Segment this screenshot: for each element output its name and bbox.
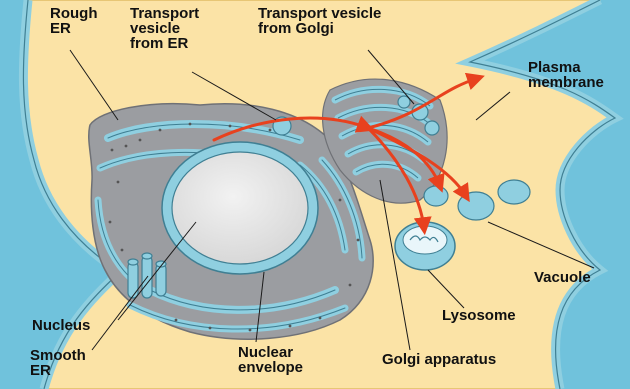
label-lysosome: Lysosome xyxy=(442,308,516,323)
label-plasma-membrane-line-1: Plasma xyxy=(528,60,604,75)
label-plasma-membrane-line-2: membrane xyxy=(528,75,604,90)
label-nucleus: Nucleus xyxy=(32,318,90,333)
label-smooth-er: Smooth ER xyxy=(30,348,86,378)
label-vacuole: Vacuole xyxy=(534,270,591,285)
label-nuclear-envelope-line-2: envelope xyxy=(238,360,303,375)
label-vesicle-er-line-1: Transport xyxy=(130,6,199,21)
label-vesicle-golgi-line-1: Transport vesicle xyxy=(258,6,381,21)
label-nuclear-envelope: Nuclear envelope xyxy=(238,345,303,375)
label-transport-vesicle-from-golgi: Transport vesicle from Golgi xyxy=(258,6,381,36)
label-golgi-apparatus: Golgi apparatus xyxy=(382,352,496,367)
label-rough-er-line-1: Rough xyxy=(50,6,97,21)
label-rough-er: Rough ER xyxy=(50,6,97,36)
label-transport-vesicle-from-er: Transport vesicle from ER xyxy=(130,6,199,51)
lysosome xyxy=(395,222,455,270)
label-vacuole-text: Vacuole xyxy=(534,270,591,285)
label-lysosome-text: Lysosome xyxy=(442,308,516,323)
label-golgi-apparatus-text: Golgi apparatus xyxy=(382,352,496,367)
label-nuclear-envelope-line-1: Nuclear xyxy=(238,345,303,360)
label-nucleus-text: Nucleus xyxy=(32,318,90,333)
label-vesicle-er-line-3: from ER xyxy=(130,36,199,51)
label-plasma-membrane: Plasma membrane xyxy=(528,60,604,90)
label-vesicle-er-line-2: vesicle xyxy=(130,21,199,36)
vesicle-from-golgi-2 xyxy=(425,121,439,135)
nucleus xyxy=(172,152,308,264)
label-smooth-er-line-1: Smooth xyxy=(30,348,86,363)
label-smooth-er-line-2: ER xyxy=(30,363,86,378)
label-vesicle-golgi-line-2: from Golgi xyxy=(258,21,381,36)
label-rough-er-line-2: ER xyxy=(50,21,97,36)
